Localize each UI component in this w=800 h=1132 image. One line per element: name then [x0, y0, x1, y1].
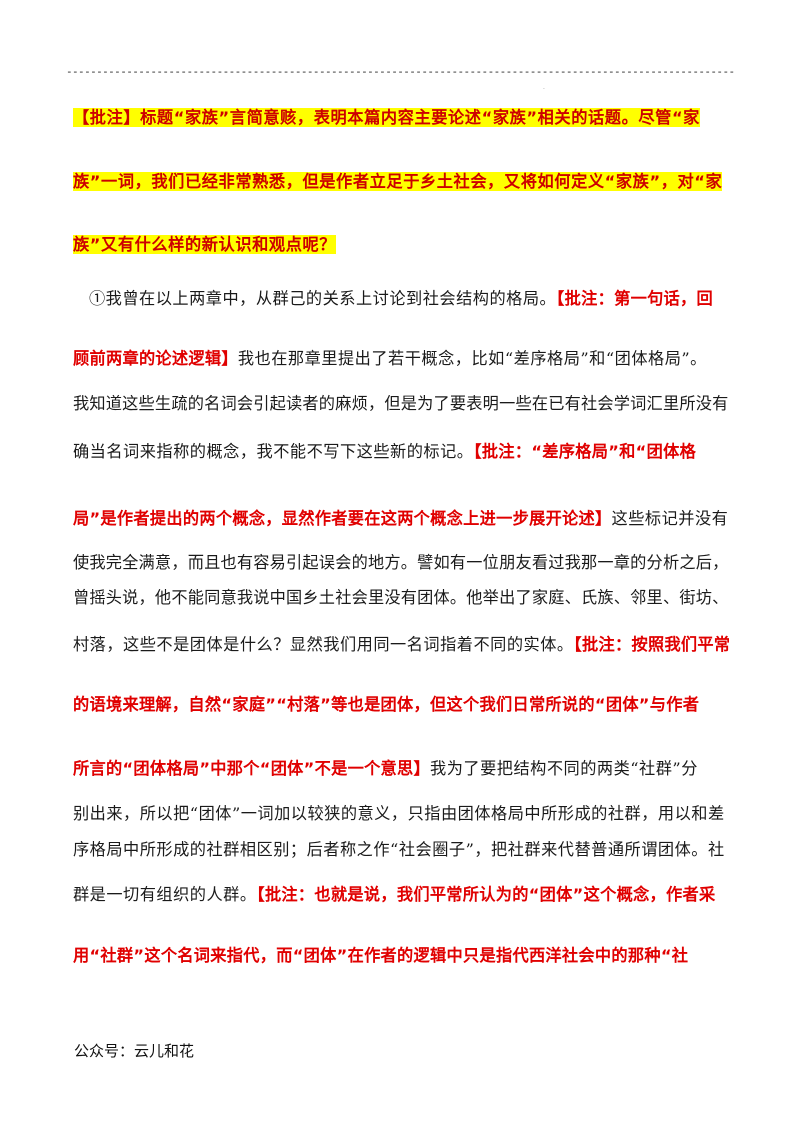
intro-annotation: 【批注】标题“家族”言简意赅，表明本篇内容主要论述“家族”相关的话题。尽管“家 [73, 108, 700, 127]
para-line-11: 别出来，所以把“团体”一词加以较狭的意义，只指由团体格局中所形成的社群，用以和差 [73, 800, 729, 828]
para-line-7: 曾摇头说，他不能同意我说中国乡土社会里没有团体。他举出了家庭、氏族、邻里、街坊、 [73, 584, 729, 612]
para-line-3: 我知道这些生疏的名词会引起读者的麻烦，但是为了要表明一些在已有社会学词汇里所没有 [73, 390, 729, 418]
body-text: 我为了要把结构不同的两类“社群”分 [430, 759, 698, 778]
para-line-6: 使我完全满意，而且也有容易引起误会的地方。譬如有一位朋友看过我那一章的分析之后， [73, 549, 729, 577]
body-text: 确当名词来指称的概念，我不能不写下这些新的标记。 [73, 442, 474, 461]
para-line-1: ①我曾在以上两章中，从群己的关系上讨论到社会结构的格局。【批注：第一句话，回 [89, 285, 729, 313]
body-text: 别出来，所以把“团体”一词加以较狭的意义，只指由团体格局中所形成的社群，用以和差 [73, 804, 725, 823]
annotation: 【批注：按照我们平常 [573, 635, 729, 654]
annotation: 【批注：第一句话，回 [556, 289, 714, 308]
footer-account: 公众号：云儿和花 [74, 1042, 195, 1060]
para-line-14: 用“社群”这个名词来指代，而“团体”在作者的逻辑中只是指代西洋社会中的那种“社 [73, 942, 729, 970]
para-line-13: 群是一切有组织的人群。【批注：也就是说，我们平常所认为的“团体”这个概念，作者采 [73, 881, 729, 909]
body-text: 村落，这些不是团体是什么？显然我们用同一名词指着不同的实体。 [73, 635, 574, 654]
body-text: 我也在那章里提出了若干概念，比如“差序格局”和“团体格局”。 [237, 349, 707, 368]
para-line-9: 的语境来理解，自然“家庭”“村落”等也是团体，但这个我们日常所说的“团体”与作者 [73, 691, 729, 719]
body-text: 使我完全满意，而且也有容易引起误会的地方。譬如有一位朋友看过我那一章的分析之后， [73, 553, 729, 572]
para-line-5: 局”是作者提出的两个概念，显然作者要在这两个概念上进一步展开论述】这些标记并没有 [73, 505, 729, 533]
intro-line-1: 【批注】标题“家族”言简意赅，表明本篇内容主要论述“家族”相关的话题。尽管“家 [73, 104, 729, 132]
body-text: 曾摇头说，他不能同意我说中国乡土社会里没有团体。他举出了家庭、氏族、邻里、街坊、 [73, 588, 729, 607]
body-text: 群是一切有组织的人群。 [73, 885, 257, 904]
stray-dot: · [543, 86, 545, 93]
annotation: 局”是作者提出的两个概念，显然作者要在这两个概念上进一步展开论述】 [73, 509, 612, 528]
annotation: 【批注：也就是说，我们平常所认为的“团体”这个概念，作者采 [256, 885, 716, 904]
para-line-10: 所言的“团体格局”中那个“团体”不是一个意思】我为了要把结构不同的两类“社群”分 [73, 755, 729, 783]
annotation: 【批注：“差序格局”和“团体格 [473, 442, 697, 461]
body-text: 序格局中所形成的社群相区别；后者称之作“社会圈子”，把社群来代替普通所谓团体。社 [73, 840, 725, 859]
para-line-12: 序格局中所形成的社群相区别；后者称之作“社会圈子”，把社群来代替普通所谓团体。社 [73, 836, 729, 864]
para-line-2: 顾前两章的论述逻辑】我也在那章里提出了若干概念，比如“差序格局”和“团体格局”。 [73, 345, 729, 373]
para-line-4: 确当名词来指称的概念，我不能不写下这些新的标记。【批注：“差序格局”和“团体格 [73, 438, 729, 466]
annotation: 用“社群”这个名词来指代，而“团体”在作者的逻辑中只是指代西洋社会中的那种“社 [73, 946, 689, 965]
annotation: 的语境来理解，自然“家庭”“村落”等也是团体，但这个我们日常所说的“团体”与作者 [73, 695, 700, 714]
intro-annotation: 族”一词，我们已经非常熟悉，但是作者立足于乡土社会，又将如何定义“家族”，对“家 [73, 172, 723, 191]
intro-line-2: 族”一词，我们已经非常熟悉，但是作者立足于乡土社会，又将如何定义“家族”，对“家 [73, 168, 729, 196]
intro-annotation: 族”又有什么样的新认识和观点呢？ [73, 235, 337, 254]
header-dashed-rule: ----------------------------------------… [66, 65, 734, 78]
para-line-8: 村落，这些不是团体是什么？显然我们用同一名词指着不同的实体。【批注：按照我们平常 [73, 631, 729, 659]
annotation: 顾前两章的论述逻辑】 [73, 349, 238, 368]
body-text: ①我曾在以上两章中，从群己的关系上讨论到社会结构的格局。 [89, 289, 557, 308]
body-text: 这些标记并没有 [611, 509, 729, 528]
body-text: 我知道这些生疏的名词会引起读者的麻烦，但是为了要表明一些在已有社会学词汇里所没有 [73, 394, 729, 413]
annotation: 所言的“团体格局”中那个“团体”不是一个意思】 [73, 759, 431, 778]
intro-line-3: 族”又有什么样的新认识和观点呢？ [73, 231, 729, 259]
